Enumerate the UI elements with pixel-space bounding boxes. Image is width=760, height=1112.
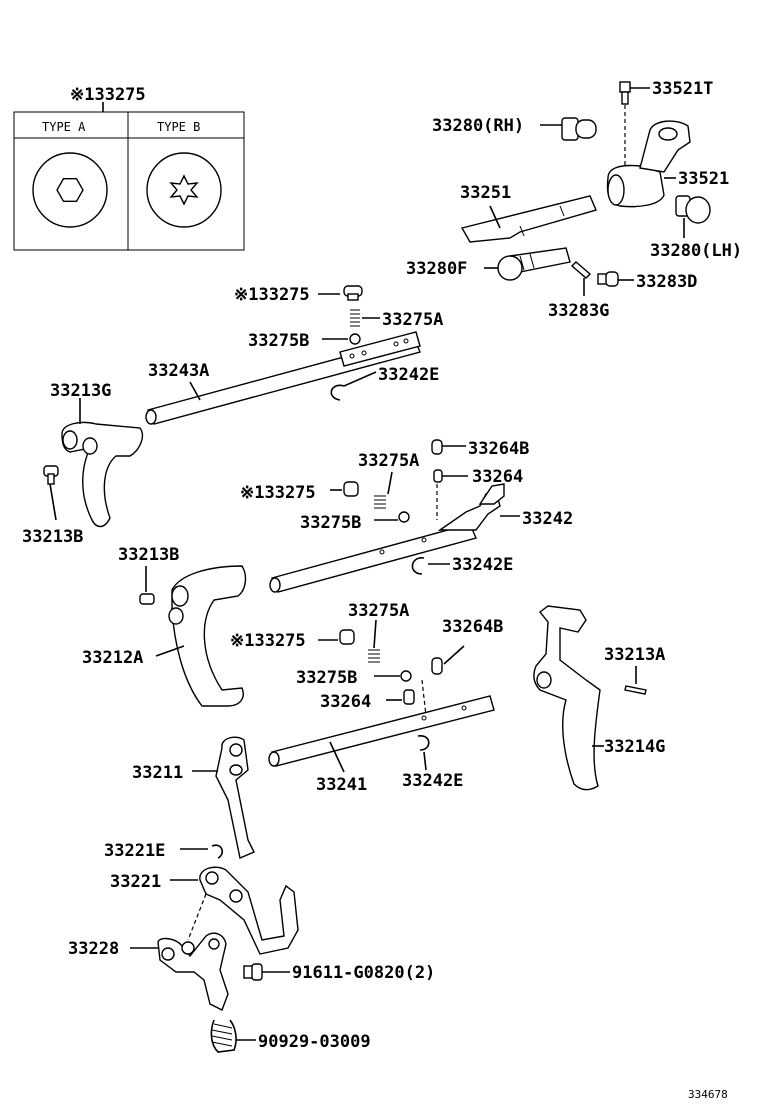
label-33242E-low: 33242E [402, 771, 463, 791]
bolt-91611 [243, 963, 290, 981]
label-33243A: 33243A [148, 361, 209, 381]
detent-parts-mid [330, 439, 468, 523]
bolt-33213B-left [43, 465, 59, 521]
shaft-33251 [460, 195, 597, 243]
diagram-id: 334678 [688, 1088, 728, 1101]
label-33221: 33221 [110, 872, 161, 892]
label-33242: 33242 [522, 509, 573, 529]
label-33264-mid: 33264 [472, 467, 523, 487]
label-33275B-mid: 33275B [300, 513, 361, 533]
bolt-33213B-mid [139, 566, 155, 605]
bolt-33521T [619, 81, 650, 170]
label-33280-rh: 33280(RH) [432, 116, 524, 136]
label-33213B-left: 33213B [22, 527, 83, 547]
label-33213A: 33213A [604, 645, 665, 665]
type-b-label: TYPE B [157, 120, 200, 134]
label-33521T: 33521T [652, 79, 713, 99]
label-33242E-top: 33242E [378, 365, 439, 385]
label-33275-mid: ※133275 [240, 483, 316, 503]
detent-parts-top [318, 285, 380, 345]
detent-parts-low [318, 619, 465, 717]
hex-bolt-icon [32, 152, 108, 228]
lever-33211 [192, 736, 255, 859]
fork-33212A [155, 565, 247, 707]
pin-33283G [570, 261, 592, 296]
label-33213B-mid: 33213B [118, 545, 179, 565]
label-33521: 33521 [678, 169, 729, 189]
fork-33214G [533, 605, 604, 791]
label-33212A: 33212A [82, 648, 143, 668]
eclip-33242E-mid [411, 557, 450, 575]
label-33213G: 33213G [50, 381, 111, 401]
label-33211: 33211 [132, 763, 183, 783]
label-33280F: 33280F [406, 259, 467, 279]
label-33264-low: 33264 [320, 692, 371, 712]
label-33251: 33251 [460, 183, 511, 203]
label-33275-low: ※133275 [230, 631, 306, 651]
spring-90929 [210, 1019, 256, 1053]
fork-33221 [170, 866, 299, 955]
label-33214G: 33214G [604, 737, 665, 757]
label-91611: 91611-G0820(2) [292, 963, 435, 983]
label-33280-lh: 33280(LH) [650, 241, 742, 261]
label-33275A-low: 33275A [348, 601, 409, 621]
legend-box: ※133275 TYPE A TYPE B [13, 85, 245, 251]
legend-title: ※133275 [70, 85, 146, 105]
label-33283G: 33283G [548, 301, 609, 321]
fork-33213G [61, 398, 144, 528]
label-33221E: 33221E [104, 841, 165, 861]
label-33275B-low: 33275B [296, 668, 357, 688]
rod-33242 [269, 483, 520, 593]
plug-33280-rh [540, 117, 597, 141]
label-33275-top: ※133275 [234, 285, 310, 305]
eclip-33242E-low [417, 735, 430, 771]
label-33275A-top: 33275A [382, 310, 443, 330]
type-a-label: TYPE A [42, 120, 86, 134]
label-33283D: 33283D [636, 272, 697, 292]
label-33242E-mid: 33242E [452, 555, 513, 575]
label-33264B-low: 33264B [442, 617, 503, 637]
shaft-33280F [484, 247, 571, 281]
lever-33521 [606, 120, 691, 208]
rod-33241 [268, 695, 495, 773]
label-33275B-top: 33275B [248, 331, 309, 351]
clip-33221E [180, 844, 224, 859]
label-33241: 33241 [316, 775, 367, 795]
pin-33213A [624, 666, 647, 695]
plug-33280-lh [675, 195, 711, 238]
bolt-33283D [597, 271, 634, 287]
torx-bolt-icon [146, 152, 222, 228]
rod-33243A [145, 331, 421, 425]
bracket-33228 [130, 932, 229, 1011]
label-33275A-mid: 33275A [358, 451, 419, 471]
eclip-33242E-top [330, 371, 377, 401]
label-33228: 33228 [68, 939, 119, 959]
label-33264B-mid: 33264B [468, 439, 529, 459]
label-90929: 90929-03009 [258, 1032, 371, 1052]
